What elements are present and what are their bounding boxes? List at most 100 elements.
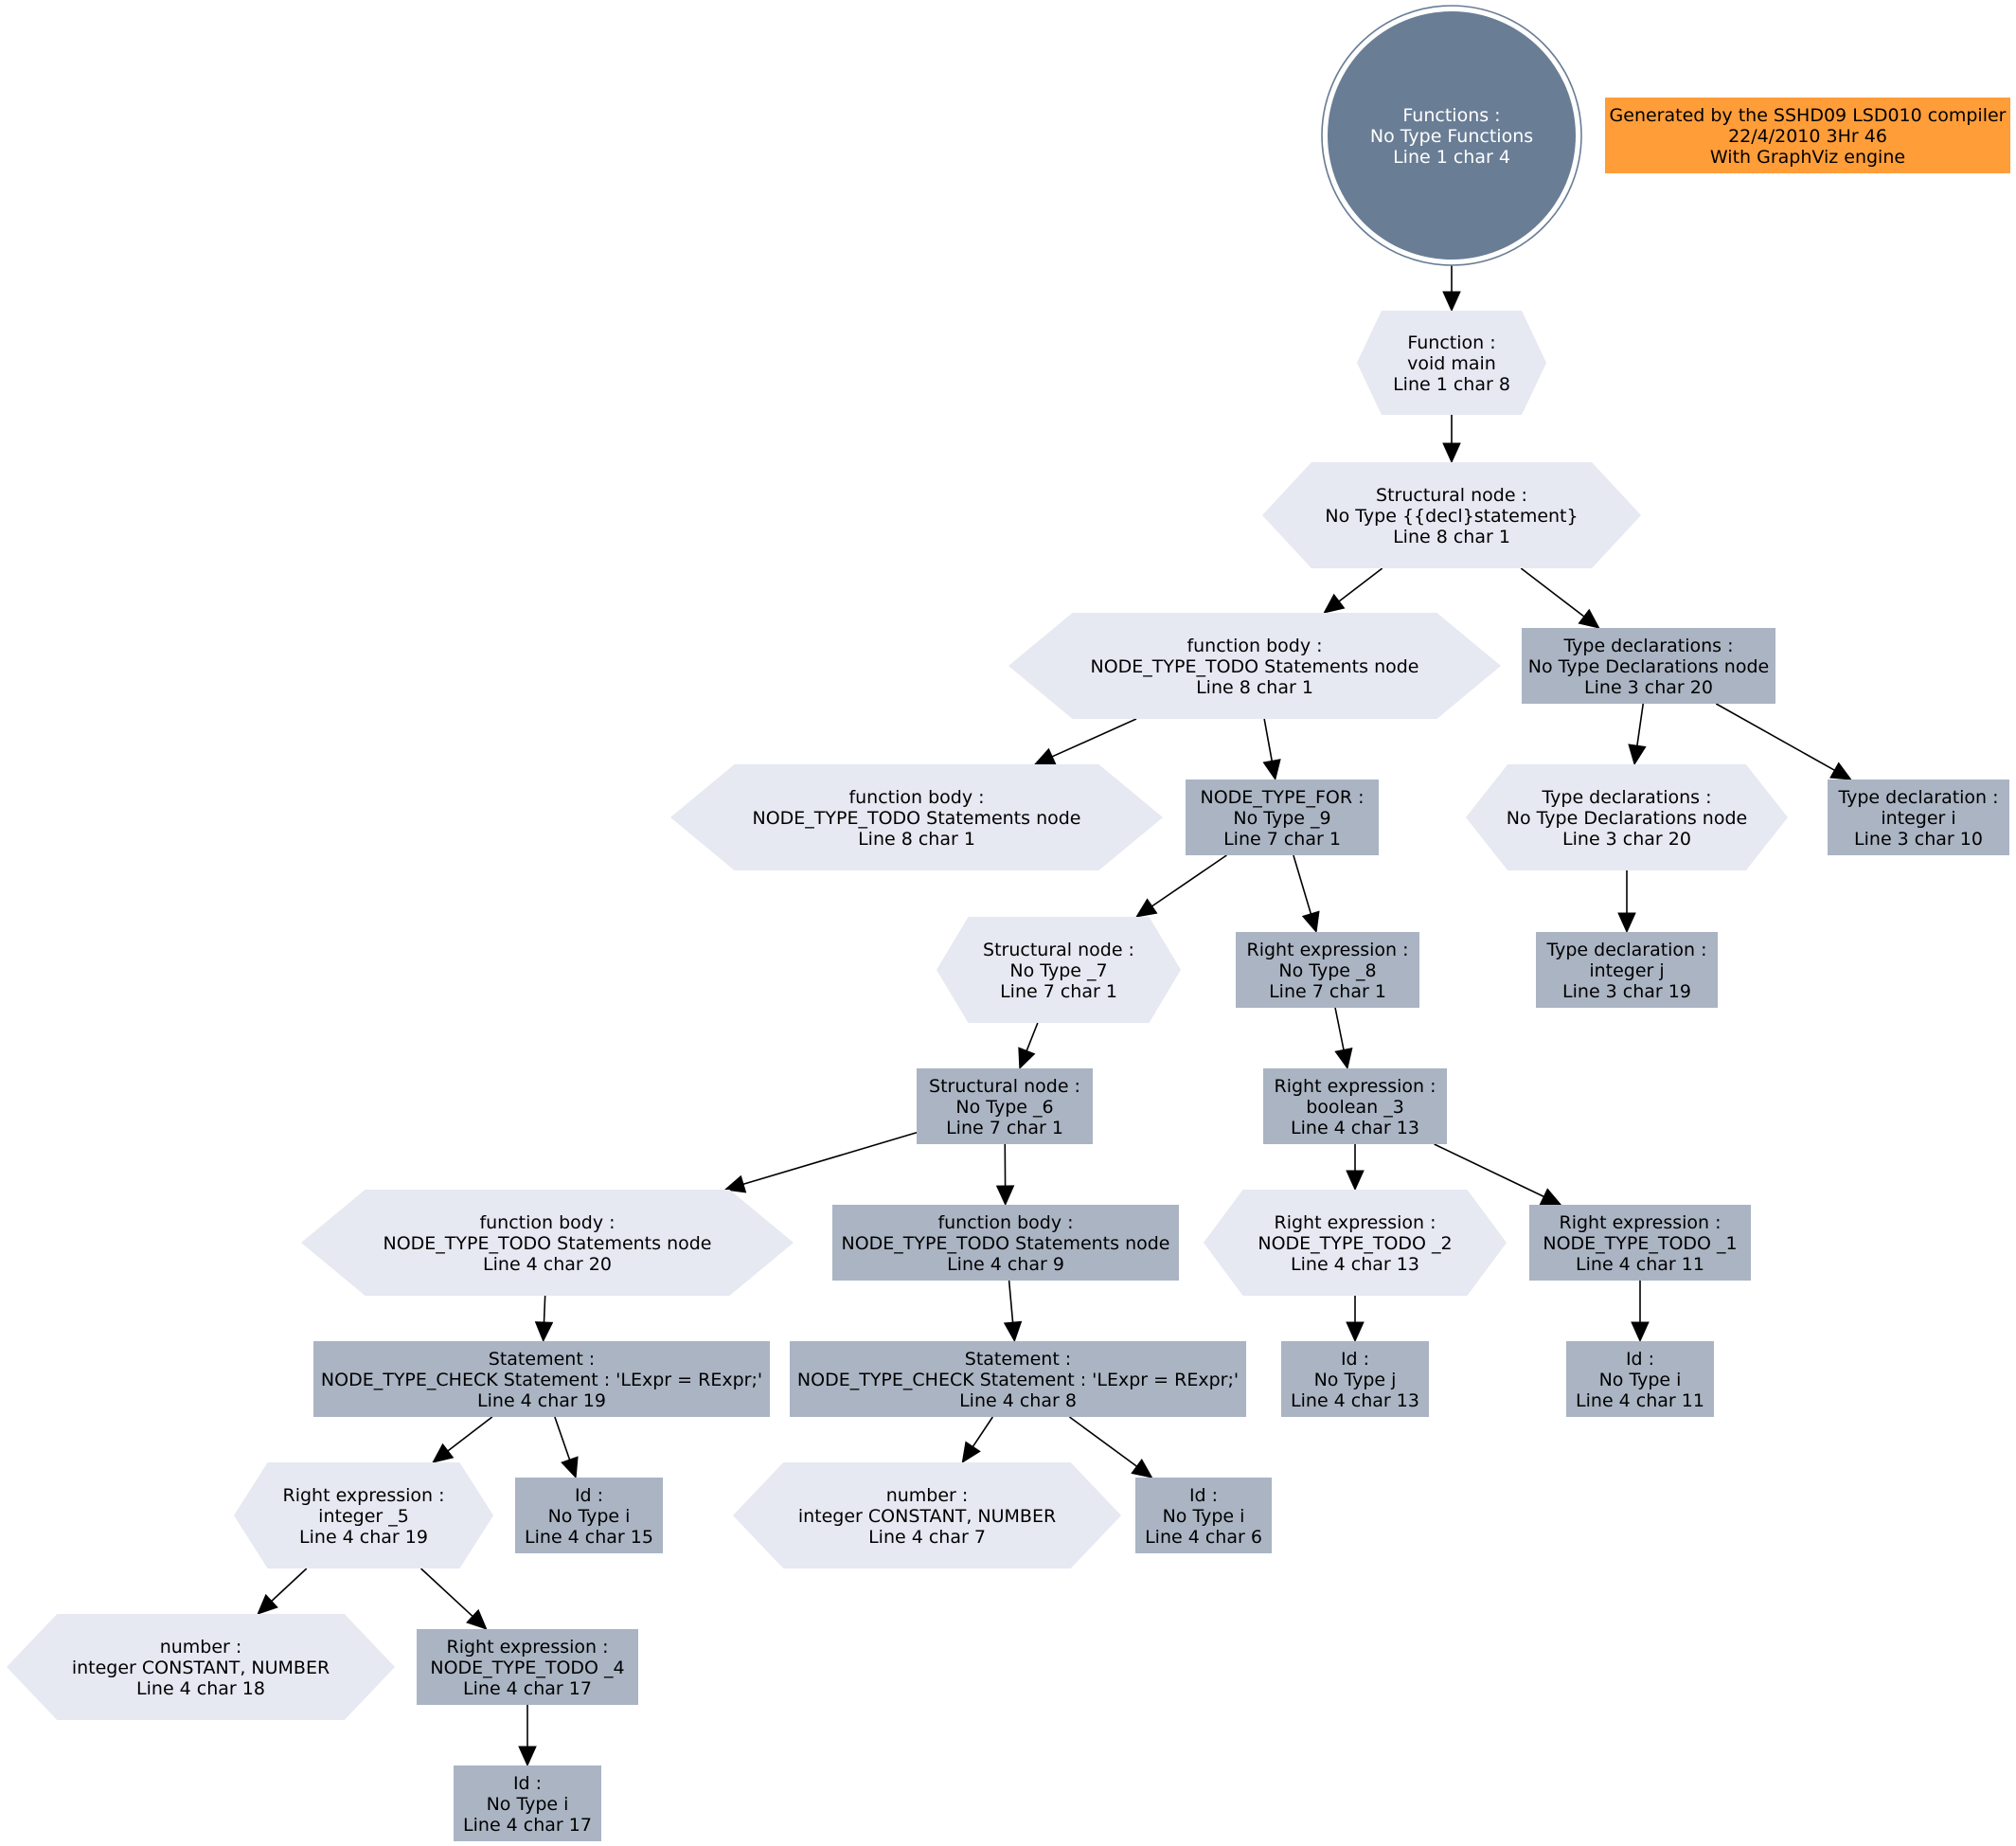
node-fbody-2: function body :NODE_TYPE_TODO Statements… <box>670 764 1163 870</box>
edge-rexpr-3-to-rexpr-1 <box>1434 1143 1562 1206</box>
edge-line <box>447 1416 493 1452</box>
edge-arrowhead <box>1131 1458 1153 1479</box>
node-label-line: NODE_TYPE_TODO _1 <box>1543 1233 1737 1254</box>
edge-arrowhead <box>466 1608 488 1630</box>
node-label-line: Id : <box>1626 1349 1654 1370</box>
node-label-line: Line 4 char 13 <box>1291 1254 1419 1275</box>
node-label-line: Type declarations : <box>1563 636 1734 656</box>
node-hexagon-shape <box>7 1614 395 1720</box>
node-label-line: Structural node : <box>1376 485 1527 506</box>
edge-arrowhead <box>534 1321 554 1343</box>
edge-arrowhead <box>1003 1320 1023 1343</box>
node-label-line: NODE_TYPE_TODO Statements node <box>1090 656 1418 677</box>
edge-arrowhead <box>995 1185 1015 1207</box>
node-rexpr-2: Right expression :NODE_TYPE_TODO _2Line … <box>1204 1190 1507 1296</box>
node-label-line: Line 3 char 10 <box>1854 829 1983 850</box>
edge-arrowhead <box>1262 759 1281 781</box>
edge-line <box>554 1416 571 1461</box>
node-label-line: Line 7 char 1 <box>946 1118 1063 1138</box>
edge-stmt-19-to-rexpr-5 <box>432 1416 493 1463</box>
node-label-line: No Type Functions <box>1370 126 1533 147</box>
edge-arrowhead <box>1135 898 1158 918</box>
edge-arrowhead <box>1578 608 1600 629</box>
node-label-line: void main <box>1407 353 1496 374</box>
node-label-line: No Type _7 <box>1009 960 1107 981</box>
edge-struct-7-to-struct-6 <box>1018 1022 1039 1070</box>
node-label-line: No Type _9 <box>1233 808 1330 829</box>
node-label-line: Line 4 char 7 <box>868 1527 986 1548</box>
edge-functions-to-function <box>1442 265 1461 313</box>
node-label-line: Line 4 char 11 <box>1576 1254 1704 1275</box>
edge-line <box>1636 703 1645 746</box>
node-label-line: With GraphViz engine <box>1710 147 1905 168</box>
edge-struct-root-to-fbody-1 <box>1323 567 1383 614</box>
edge-line <box>420 1568 473 1618</box>
node-hexagon-shape <box>1262 462 1641 568</box>
node-hexagon-shape <box>937 917 1181 1023</box>
edge-arrowhead <box>257 1593 278 1615</box>
edge-line <box>1008 1280 1014 1323</box>
node-label-line: No Type i <box>1599 1370 1682 1390</box>
node-label-line: function body : <box>479 1212 615 1233</box>
node-box-shape <box>1529 1205 1751 1281</box>
edge-arrowhead <box>1346 1321 1365 1343</box>
edge-typedecls-2-to-typedecl-j <box>1617 870 1636 934</box>
edge-rexpr-3-to-rexpr-2 <box>1346 1144 1365 1192</box>
node-rexpr-1: Right expression :NODE_TYPE_TODO _1Line … <box>1529 1205 1751 1281</box>
edge-for-to-rexpr-8 <box>1293 854 1320 934</box>
node-label-line: function body : <box>1186 636 1322 656</box>
node-hexagon-shape <box>301 1190 794 1296</box>
node-label-line: NODE_TYPE_CHECK Statement : 'LExpr = REx… <box>797 1370 1239 1390</box>
edge-for-to-struct-7 <box>1135 854 1227 918</box>
node-label-line: No Type j <box>1314 1370 1397 1390</box>
node-label-line: NODE_TYPE_CHECK Statement : 'LExpr = REx… <box>321 1370 762 1390</box>
edge-line <box>972 1416 993 1447</box>
edge-fbody-1-to-fbody-2 <box>1033 718 1137 765</box>
edge-line <box>1334 1007 1345 1050</box>
node-label-line: Id : <box>1189 1485 1218 1506</box>
node-label-line: Generated by the SSHD09 LSD010 compiler <box>1610 105 2007 126</box>
node-fbody-1: function body :NODE_TYPE_TODO Statements… <box>1008 613 1501 719</box>
node-label-line: Structural node : <box>983 940 1134 960</box>
node-label-line: 22/4/2010 3Hr 46 <box>1728 126 1887 147</box>
edge-stmt-19-to-id-i-15 <box>554 1416 579 1479</box>
node-label-line: No Type i <box>548 1506 631 1527</box>
edge-struct-root-to-typedecls-1 <box>1520 567 1600 629</box>
edge-line <box>1068 1416 1137 1467</box>
edge-line <box>1715 703 1835 771</box>
node-label-line: integer CONSTANT, NUMBER <box>798 1506 1056 1527</box>
node-box-shape <box>313 1341 770 1417</box>
edge-rexpr-4-to-id-i-17 <box>518 1705 537 1767</box>
node-label-line: No Type Declarations node <box>1507 808 1747 829</box>
node-hexagon-shape <box>670 764 1163 870</box>
edge-rexpr-1-to-id-i-11 <box>1631 1281 1650 1343</box>
node-label-line: Function : <box>1407 332 1495 353</box>
node-label-line: Statement : <box>489 1349 595 1370</box>
node-label-line: Right expression : <box>1275 1212 1436 1233</box>
node-label-line: integer i <box>1881 808 1955 829</box>
node-box-shape <box>1536 932 1718 1008</box>
node-rexpr-4: Right expression :NODE_TYPE_TODO _4Line … <box>417 1629 638 1705</box>
node-label-line: Line 7 char 1 <box>1223 829 1341 850</box>
node-hexagon-shape <box>1466 764 1788 870</box>
edge-layer <box>257 265 1852 1767</box>
edge-arrowhead <box>1323 593 1346 614</box>
node-note: Generated by the SSHD09 LSD010 compiler2… <box>1605 98 2010 173</box>
edge-arrowhead <box>1301 910 1320 934</box>
node-label-line: No Type _8 <box>1278 960 1376 981</box>
node-label-line: Line 1 char 4 <box>1393 147 1510 168</box>
node-label-line: Line 4 char 20 <box>483 1254 612 1275</box>
